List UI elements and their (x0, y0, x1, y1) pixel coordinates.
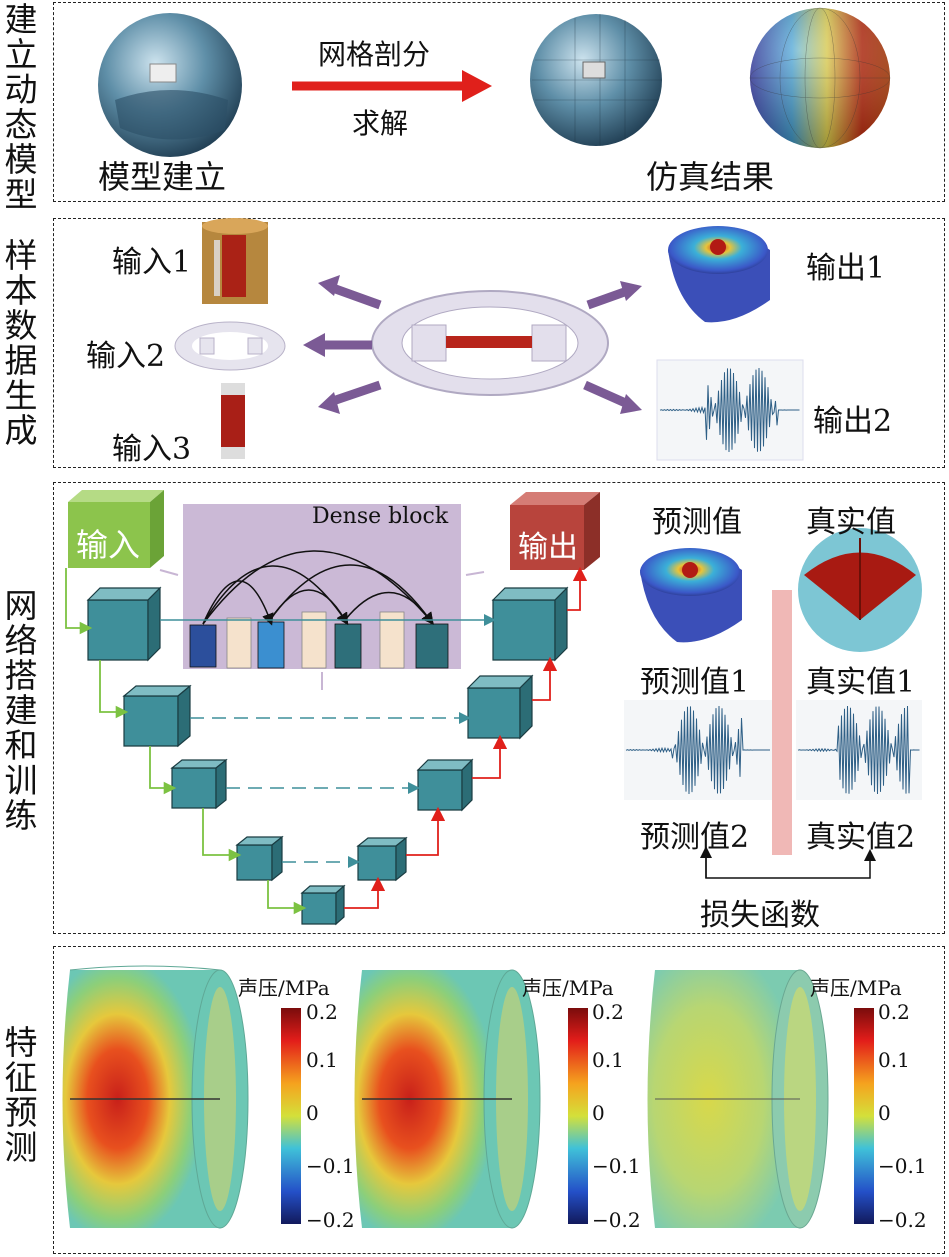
tick-2-2: 0 (592, 1101, 605, 1125)
purple-arrows (320, 282, 632, 410)
stage-label-sample: 样本数据生成 (0, 238, 38, 448)
true-label: 真实值 (806, 505, 896, 540)
cylinder-2 (354, 969, 541, 1229)
arrow-top-label: 网格剖分 (318, 38, 431, 71)
tick-1-4: −0.2 (306, 1208, 355, 1232)
output-cube (510, 492, 600, 570)
tick-3-2: 0 (878, 1101, 891, 1125)
predicted2-label: 预测值2 (640, 820, 750, 855)
input2-image (174, 321, 286, 371)
stage-label-network: 网络搭建和训练 (0, 587, 38, 833)
input-cube (68, 490, 164, 568)
input2-label: 输入2 (86, 339, 166, 374)
stage-label-model: 建立动态模型 (0, 2, 38, 212)
tick-3-4: −0.2 (878, 1208, 927, 1232)
input3-label: 输入3 (112, 432, 192, 467)
skip-connections (190, 712, 471, 868)
dense-layers (189, 611, 449, 669)
panel-sample (53, 218, 945, 468)
result-sphere (749, 7, 891, 149)
encoder-cubes (86, 586, 569, 926)
separator-bar (772, 590, 792, 855)
model-sphere (98, 13, 242, 157)
true-image (798, 528, 922, 652)
stage-label-prediction: 特征预测 (0, 1025, 38, 1165)
colorbar-title-1: 声压/MPa (238, 976, 330, 1000)
network-input-label: 输入 (76, 526, 141, 564)
input1-image (202, 218, 268, 304)
tick-2-4: −0.2 (592, 1208, 641, 1232)
true2-label: 真实值2 (806, 820, 916, 855)
true-wave (796, 700, 922, 800)
cylinder-3 (647, 969, 829, 1229)
encoder-path (65, 568, 307, 915)
tick-1-1: 0.1 (306, 1048, 338, 1072)
output1-image (668, 226, 770, 323)
arrow-bottom-label: 求解 (352, 107, 409, 140)
predicted-label: 预测值 (652, 505, 742, 540)
tick-2-0: 0.2 (592, 1000, 624, 1024)
predicted-wave (624, 700, 772, 800)
model-label: 模型建立 (98, 158, 227, 196)
decoder-path (344, 566, 588, 909)
true1-label: 真实值1 (806, 665, 916, 700)
dense-block-label: Dense block (312, 504, 449, 529)
dense-pointer-arrows (159, 569, 485, 690)
input1-label: 输入1 (112, 245, 192, 280)
colorbar-1 (281, 1008, 301, 1224)
tick-1-3: −0.1 (306, 1154, 355, 1178)
tick-3-1: 0.1 (878, 1048, 910, 1072)
mesh-sphere (530, 14, 662, 146)
result-label: 仿真结果 (646, 158, 775, 196)
loss-bracket (700, 846, 876, 879)
predicted-image (640, 548, 742, 643)
colorbar-2 (568, 1008, 588, 1224)
panel-prediction (53, 946, 945, 1254)
panel-model (53, 2, 945, 202)
panel-network (53, 482, 945, 934)
center-ring (371, 290, 609, 396)
input3-image (221, 383, 245, 459)
tick-3-0: 0.2 (878, 1000, 910, 1024)
tick-2-1: 0.1 (592, 1048, 624, 1072)
dense-arcs (202, 550, 434, 626)
loss-label: 损失函数 (700, 898, 820, 933)
tick-3-3: −0.1 (878, 1154, 927, 1178)
output2-image (656, 359, 804, 461)
colorbar-title-2: 声压/MPa (522, 976, 614, 1000)
output1-label: 输出1 (806, 251, 886, 286)
tick-1-2: 0 (306, 1101, 319, 1125)
colorbar-3 (854, 1008, 874, 1224)
tick-1-0: 0.2 (306, 1000, 338, 1024)
tick-2-3: −0.1 (592, 1154, 641, 1178)
output2-label: 输出2 (813, 404, 893, 439)
predicted1-label: 预测值1 (640, 665, 750, 700)
colorbar-title-3: 声压/MPa (810, 976, 902, 1000)
network-output-label: 输出 (518, 530, 578, 565)
cylinder-1 (62, 965, 249, 1229)
